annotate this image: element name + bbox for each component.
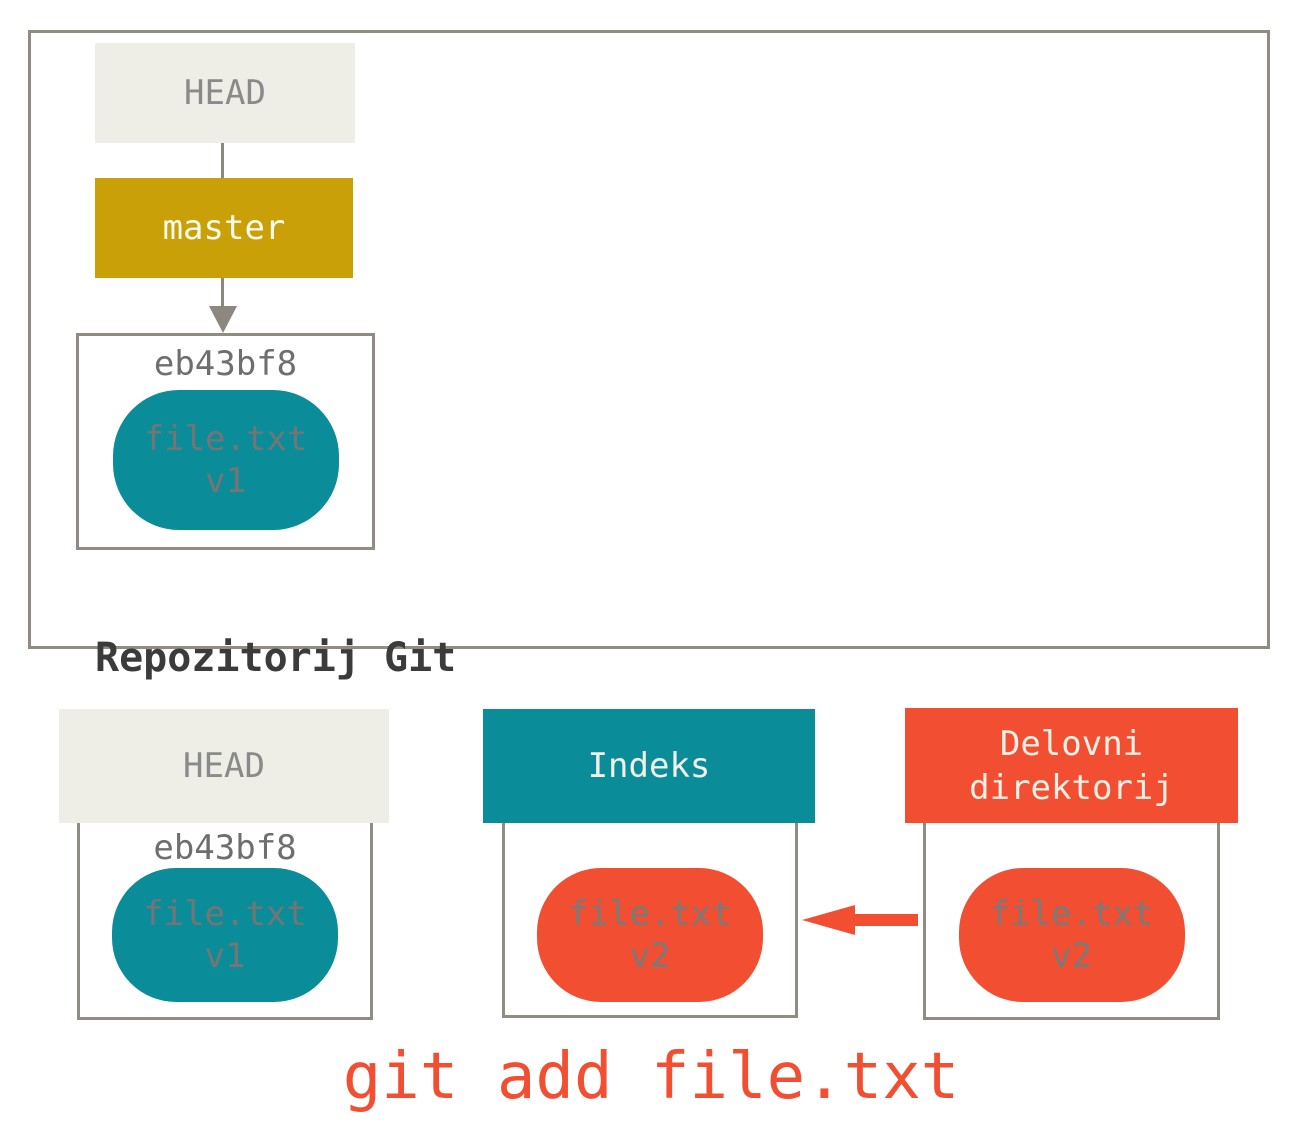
workdir-file-blob-version: v2 [1051, 936, 1092, 976]
head-commit-hash: eb43bf8 [153, 828, 297, 868]
commit-box: eb43bf8 file.txt v1 [76, 333, 375, 550]
master-to-commit-arrow-shaft [221, 278, 224, 307]
workdir-column-header: Delovni direktorij [905, 708, 1238, 823]
head-to-master-connector-line [221, 143, 224, 178]
index-column-header-label: Indeks [587, 746, 711, 786]
workdir-file-blob-name: file.txt [989, 894, 1154, 934]
head-column-header-label: HEAD [183, 746, 265, 786]
git-command-text: git add file.txt [342, 1040, 960, 1114]
head-ref-box: HEAD [95, 43, 355, 143]
repository-label: Repozitorij Git [95, 635, 457, 681]
head-file-blob-name: file.txt [143, 894, 307, 934]
file-blob-version: v1 [205, 461, 246, 501]
index-column-header: Indeks [483, 709, 815, 823]
commit-hash: eb43bf8 [153, 344, 298, 384]
index-file-blob: file.txt v2 [537, 868, 763, 1002]
master-branch-label: master [162, 208, 286, 248]
head-column-header: HEAD [59, 709, 389, 823]
head-file-blob: file.txt v1 [112, 868, 338, 1002]
head-file-blob-version: v1 [204, 936, 246, 976]
index-file-blob-name: file.txt [568, 894, 732, 934]
workdir-to-index-arrow-shaft [853, 914, 918, 926]
workdir-file-blob: file.txt v2 [958, 868, 1185, 1002]
master-to-commit-arrowhead-icon [209, 306, 237, 333]
index-file-blob-version: v2 [629, 936, 671, 976]
workdir-column-header-label: Delovni direktorij [969, 723, 1174, 808]
workdir-to-index-arrowhead-icon [802, 905, 855, 935]
file-blob-v1: file.txt v1 [112, 390, 339, 530]
master-branch-box: master [95, 178, 353, 278]
file-blob-name: file.txt [143, 419, 308, 459]
head-ref-label: HEAD [184, 73, 266, 113]
